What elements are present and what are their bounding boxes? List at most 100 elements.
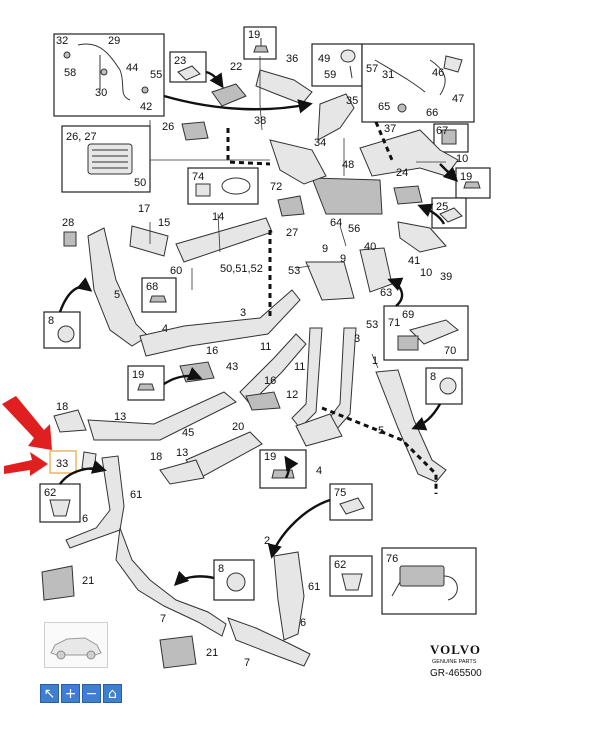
label-14: 14 <box>212 211 224 223</box>
car-silhouette-icon <box>50 637 102 660</box>
label-72: 72 <box>270 181 282 193</box>
inset-box-parts-74-72 <box>187 167 259 205</box>
label-67: 67 <box>436 125 448 137</box>
label-19-mid: 19 <box>132 369 144 381</box>
label-27: 27 <box>286 227 298 239</box>
label-12: 12 <box>286 389 298 401</box>
label-6-left: 6 <box>82 513 88 525</box>
diagram-reference: GR-465500 <box>430 668 482 679</box>
diagram-toolbar: ↖ + − ⌂ <box>40 684 122 703</box>
label-65: 65 <box>378 101 390 113</box>
label-53-top: 53 <box>288 265 300 277</box>
inset-box-vent-26-27 <box>61 125 151 193</box>
label-28: 28 <box>62 217 74 229</box>
zoom-in-button[interactable]: + <box>61 684 80 703</box>
leader-lines <box>149 56 446 369</box>
label-44: 44 <box>126 62 138 74</box>
label-16-mid: 16 <box>264 375 276 387</box>
label-5-left: 5 <box>114 289 120 301</box>
inset-box-part-25 <box>431 197 467 229</box>
label-24: 24 <box>396 167 408 179</box>
label-30: 30 <box>95 87 107 99</box>
label-71: 71 <box>388 317 400 329</box>
label-32: 32 <box>56 35 68 47</box>
label-7-left: 7 <box>160 613 166 625</box>
label-20: 20 <box>232 421 244 433</box>
label-68: 68 <box>146 281 158 293</box>
label-22: 22 <box>230 61 242 73</box>
label-7-bottom: 7 <box>244 657 250 669</box>
label-21-top: 21 <box>82 575 94 587</box>
inset-box-part-33-highlight <box>49 450 77 474</box>
label-3-top: 3 <box>240 307 246 319</box>
label-59: 59 <box>324 69 336 81</box>
label-26-27: 26, 27 <box>66 131 97 143</box>
inset-box-part-8-right <box>425 367 463 405</box>
label-70: 70 <box>444 345 456 357</box>
label-61-right: 61 <box>308 581 320 593</box>
label-4-lower: 4 <box>316 465 322 477</box>
label-75: 75 <box>334 487 346 499</box>
label-74: 74 <box>192 171 204 183</box>
label-76: 76 <box>386 553 398 565</box>
label-26: 26 <box>162 121 174 133</box>
label-5-right: 5 <box>378 425 384 437</box>
inset-box-parts-49-59 <box>311 43 363 87</box>
label-23: 23 <box>174 55 186 67</box>
label-8-left: 8 <box>48 315 54 327</box>
label-40: 40 <box>364 241 376 253</box>
label-17: 17 <box>138 203 150 215</box>
inset-box-part-62-right <box>329 555 373 597</box>
label-38: 38 <box>254 115 266 127</box>
label-9-b: 9 <box>340 253 346 265</box>
brand-block: VOLVO GENUINE PARTS GR-465500 <box>430 642 482 679</box>
label-8-bottom: 8 <box>218 563 224 575</box>
label-11-right: 11 <box>294 361 305 373</box>
label-19-top: 19 <box>248 29 260 41</box>
label-45: 45 <box>182 427 194 439</box>
label-69: 69 <box>402 309 414 321</box>
inset-box-part-68 <box>141 277 177 313</box>
label-19-lower: 19 <box>264 451 276 463</box>
label-41: 41 <box>408 255 420 267</box>
label-29: 29 <box>108 35 120 47</box>
label-21-bottom: 21 <box>206 647 218 659</box>
label-3-right: 3 <box>354 333 360 345</box>
label-37: 37 <box>384 123 396 135</box>
inset-box-part-67 <box>433 123 469 153</box>
label-47: 47 <box>452 93 464 105</box>
inset-box-wiring-29-44 <box>53 33 165 117</box>
label-35: 35 <box>346 95 358 107</box>
label-34: 34 <box>314 137 326 149</box>
label-55: 55 <box>150 69 162 81</box>
label-53-right: 53 <box>366 319 378 331</box>
label-4-top: 4 <box>162 323 168 335</box>
label-49: 49 <box>318 53 330 65</box>
pointer-tool-button[interactable]: ↖ <box>40 684 59 703</box>
zoom-out-button[interactable]: − <box>82 684 101 703</box>
label-62-right: 62 <box>334 559 346 571</box>
label-66: 66 <box>426 107 438 119</box>
inset-box-parts-69-71 <box>383 305 469 361</box>
label-11-mid: 11 <box>260 341 271 353</box>
label-25: 25 <box>436 201 448 213</box>
label-2: 2 <box>264 535 270 547</box>
home-button[interactable]: ⌂ <box>103 684 122 703</box>
inset-box-part-62-left <box>39 483 81 523</box>
part-number-labels: 32 29 44 58 55 30 42 23 22 19 36 49 59 5… <box>44 29 472 669</box>
label-13-left: 13 <box>114 411 126 423</box>
inset-box-part-19-right <box>455 167 491 199</box>
label-50-51-52: 50,51,52 <box>220 263 263 275</box>
inset-box-part-19-mid <box>127 365 165 401</box>
label-15: 15 <box>158 217 170 229</box>
label-1: 1 <box>372 355 378 367</box>
inset-box-part-19-top <box>243 26 277 60</box>
label-13-mid: 13 <box>176 447 188 459</box>
highlight-arrows <box>2 396 52 476</box>
label-31: 31 <box>382 69 394 81</box>
label-57: 57 <box>366 63 378 75</box>
label-39: 39 <box>440 271 452 283</box>
vehicle-thumbnail[interactable] <box>44 622 108 668</box>
label-48: 48 <box>342 159 354 171</box>
